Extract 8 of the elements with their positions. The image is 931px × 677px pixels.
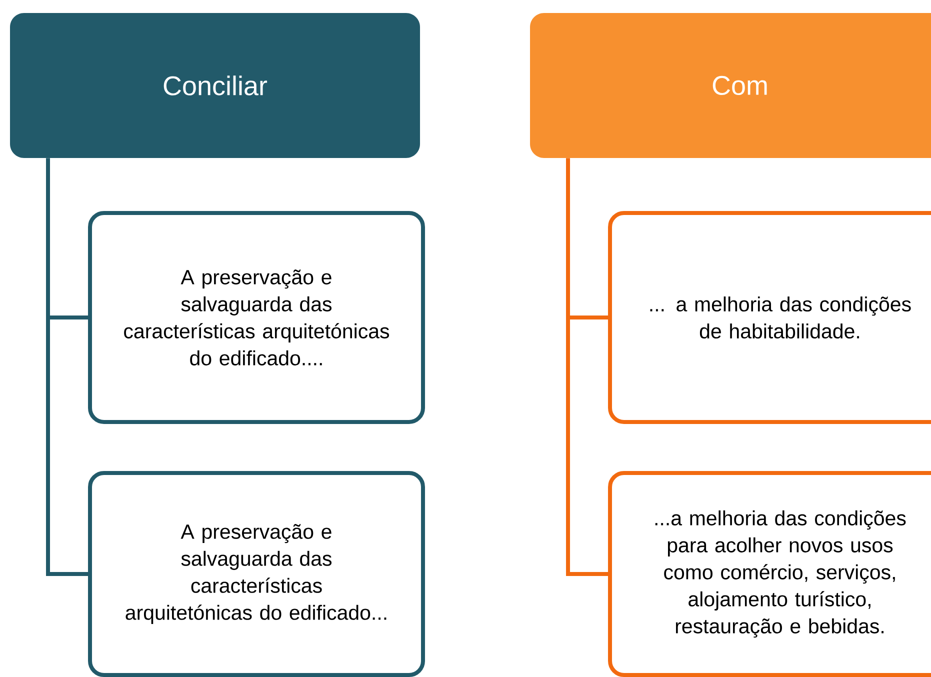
text-box: A preservação e salvaguarda das características arquitetónicas do edificado... <box>88 471 425 677</box>
text-box: A preservação e salvaguarda das características arquitetónicas do edificado.... <box>88 211 425 424</box>
connector-line <box>46 158 88 576</box>
header-box: Com <box>530 13 931 158</box>
text-box: ... a melhoria das condições de habitabilidade. <box>608 211 931 424</box>
header-box: Conciliar <box>10 13 420 158</box>
connector-line <box>566 158 608 576</box>
text-box: ...a melhoria das condições para acolher novos usos como comércio, serviços, alojamento turístico, restauração e bebidas. <box>608 471 931 677</box>
